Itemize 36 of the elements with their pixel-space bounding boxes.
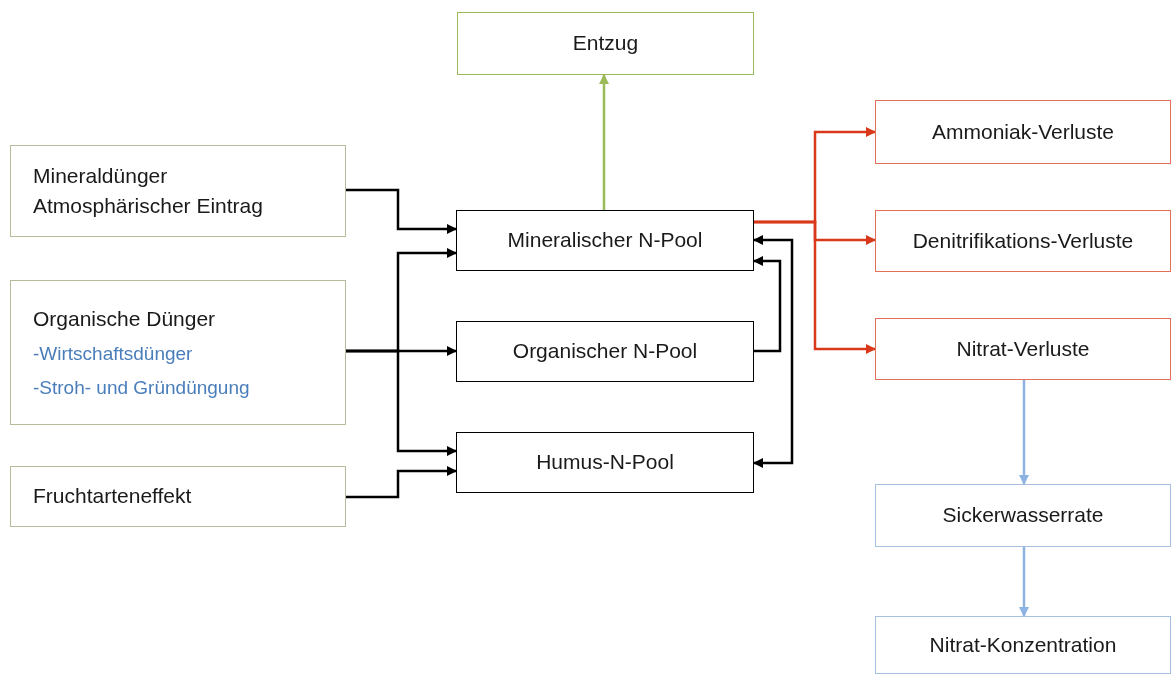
arrow: [1019, 547, 1029, 617]
node-label: Fruchtarteneffekt: [33, 483, 192, 510]
process-box: [10, 466, 346, 527]
process-box: [875, 616, 1171, 674]
node-label: Humus-N-Pool: [536, 449, 674, 476]
node-label: Nitrat-Konzentration: [929, 631, 1117, 658]
process-box: [457, 12, 754, 75]
process-box: [875, 100, 1171, 164]
arrow: [599, 74, 609, 210]
process-box: [875, 318, 1171, 380]
process-box: [456, 210, 754, 271]
process-box: [875, 484, 1171, 547]
process-box: [456, 321, 754, 382]
arrow: [346, 188, 457, 234]
arrow: [754, 220, 876, 354]
node-label: Mineraldünger: [33, 162, 168, 189]
process-box: [10, 145, 346, 237]
node-label: Mineralischer N-Pool: [507, 227, 703, 254]
node-label: Entzug: [572, 30, 639, 57]
arrow: [346, 466, 457, 499]
node-label: Ammoniak-Verluste: [931, 118, 1115, 145]
list-item: -Wirtschaftsdünger: [33, 341, 193, 366]
process-box: [875, 210, 1171, 272]
node-label: Nitrat-Verluste: [956, 335, 1090, 362]
node-label: Sickerwasserrate: [942, 502, 1104, 529]
arrow: [1019, 380, 1029, 485]
node-label: Atmosphärischer Eintrag: [33, 193, 263, 219]
arrow: [753, 256, 782, 353]
node-label: Denitrifikations-Verluste: [912, 227, 1134, 254]
list-item: -Stroh- und Gründüngung: [33, 375, 250, 400]
process-box: [10, 280, 346, 425]
arrow: [753, 235, 794, 468]
arrow: [346, 349, 457, 456]
node-label: Organischer N-Pool: [512, 338, 698, 365]
node-label: Organische Dünger: [33, 305, 216, 332]
process-box: [456, 432, 754, 493]
